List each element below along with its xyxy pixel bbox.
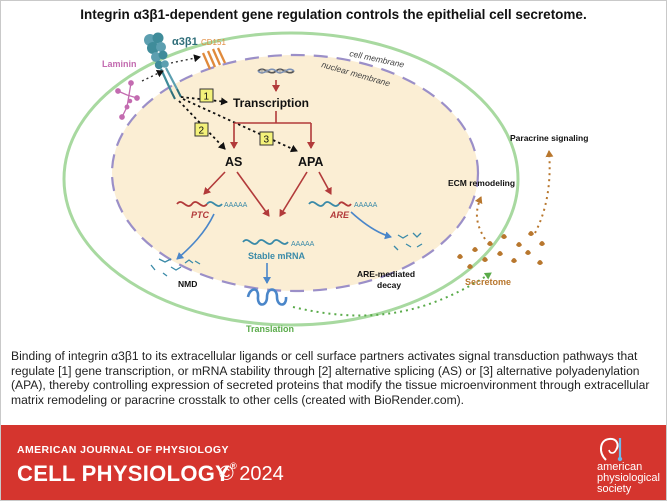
are-decay-label-line1: ARE-mediated: [357, 269, 415, 279]
ecm-label: ECM remodeling: [448, 178, 515, 188]
nmd-label: NMD: [178, 279, 197, 289]
are-fragments-icon: [393, 232, 423, 251]
journal-subtitle: CELL PHYSIOLOGY®: [17, 461, 237, 487]
journal-footer: AMERICAN JOURNAL OF PHYSIOLOGY CELL PHYS…: [1, 425, 666, 500]
cd151-label: CD151: [201, 38, 226, 47]
step-1-label: 1: [204, 92, 210, 103]
integrin-label: α3β1: [172, 36, 198, 48]
paracrine-arrow: [534, 150, 554, 234]
cd151-icon: [201, 47, 227, 70]
step-3-box: 3: [259, 131, 274, 146]
secretome-droplets-icon: [457, 231, 545, 269]
society-name-line2: physiological: [597, 472, 660, 484]
figure-caption: Binding of integrin α3β1 to its extracel…: [11, 349, 650, 407]
step-2-box: 2: [194, 122, 209, 137]
are-decay-label-line2: decay: [377, 280, 401, 290]
transcription-branch-arrows: [230, 111, 315, 149]
step-2-label: 2: [199, 126, 205, 137]
are-polya-label: AAAAA: [354, 202, 378, 209]
translation-label: Translation: [246, 324, 294, 334]
laminin-binding-arrow: [141, 69, 164, 82]
journal-name: AMERICAN JOURNAL OF PHYSIOLOGY: [17, 444, 229, 456]
as-label: AS: [225, 155, 242, 169]
secretome-label: Secretome: [465, 277, 511, 287]
figure-title: Integrin α3β1-dependent gene regulation …: [80, 7, 587, 22]
ptc-polya-label: AAAAA: [224, 202, 248, 209]
signal-arrow-3: [182, 98, 298, 153]
secretion-arrow: [292, 272, 492, 317]
trademark-symbol: ®: [230, 461, 238, 471]
laminin-label: Laminin: [102, 59, 137, 69]
step-3-label: 3: [264, 135, 270, 146]
dna-icon: [257, 68, 295, 74]
stable-polya-label: AAAAA: [291, 241, 315, 248]
nmd-arrow: [176, 213, 215, 260]
protein-squiggle-icon: [246, 288, 288, 306]
society-name-line1: american: [597, 461, 643, 473]
stable-mrna-label: Stable mRNA: [248, 251, 306, 261]
stable-mrna-icon: [242, 239, 289, 245]
ptc-mrna-icon: [176, 201, 223, 207]
copyright-year: © 2024: [219, 463, 284, 485]
splicing-arrows: [203, 171, 332, 217]
nmd-fragments-icon: [150, 258, 201, 277]
society-name-line3: society: [597, 483, 632, 495]
step-1-box: 1: [199, 88, 214, 103]
laminin-icon: [115, 80, 140, 120]
society-name: american physiological society: [597, 462, 660, 495]
ptc-label: PTC: [191, 210, 210, 220]
are-decay-arrow: [350, 211, 392, 240]
are-mrna-icon: [308, 201, 352, 207]
are-label: ARE: [329, 210, 350, 220]
apa-label: APA: [298, 155, 323, 169]
diagram: cell membrane nuclear membrane Laminin: [62, 31, 588, 334]
journal-subtitle-text: CELL PHYSIOLOGY: [17, 461, 231, 486]
paracrine-label: Paracrine signaling: [510, 133, 588, 143]
society-logo-icon: [600, 437, 623, 462]
transcription-label: Transcription: [233, 96, 309, 110]
